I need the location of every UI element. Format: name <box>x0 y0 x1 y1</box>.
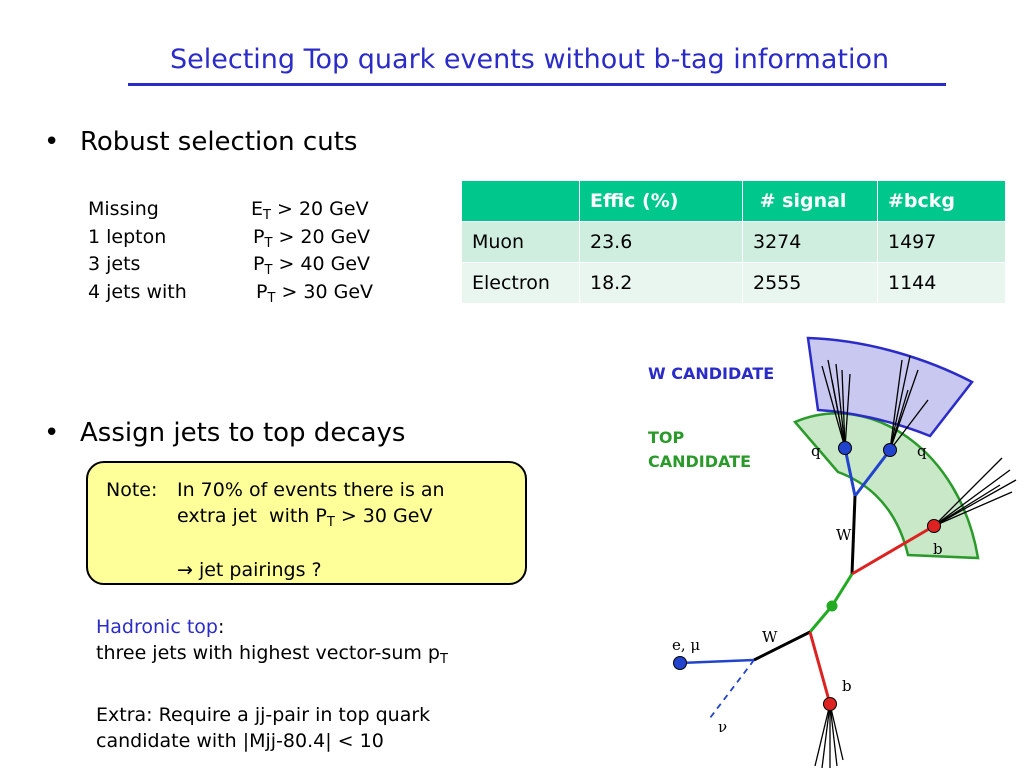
extra-requirement-line: Extra: Require a jj-pair in top quark <box>96 704 431 726</box>
vertex-green <box>826 600 838 612</box>
table-cell: 2555 <box>742 262 878 304</box>
cut-value: PT > 30 GeV <box>256 280 374 306</box>
vertex-q1 <box>838 441 852 455</box>
table-header <box>461 180 580 222</box>
bullet-dot: • <box>44 418 60 448</box>
table-cell: Muon <box>461 221 580 263</box>
table-header: Effic (%) <box>579 180 743 222</box>
table-header: #bckg <box>877 180 1006 222</box>
label-q1: q <box>811 442 821 460</box>
jet-lines-q2 <box>889 355 929 451</box>
table-cell: 1497 <box>877 221 1006 263</box>
label-q2: q <box>917 442 927 460</box>
hadronic-top-heading: Hadronic top: <box>96 616 225 638</box>
vertex-b-upper <box>927 519 941 533</box>
vertex-b-lower <box>823 697 837 711</box>
top-candidate-region <box>792 412 980 560</box>
table-cell: Electron <box>461 262 580 304</box>
efficiency-table: Effic (%) # signal #bckg Muon 23.6 3274 … <box>461 180 1006 304</box>
slide-title: Selecting Top quark events without b-tag… <box>170 44 890 75</box>
hadronic-top-description: three jets with highest vector-sum pT <box>96 642 448 667</box>
table-cell: 3274 <box>742 221 878 263</box>
title-underline <box>128 83 946 86</box>
table-cell: 1144 <box>877 262 1006 304</box>
table-cell: 23.6 <box>579 221 743 263</box>
label-b-lower: b <box>842 677 852 695</box>
note-line: → jet pairings ? <box>177 559 322 581</box>
table-cell: 18.2 <box>579 262 743 304</box>
cut-name: 4 jets with <box>88 280 187 303</box>
table-header: # signal <box>742 180 878 222</box>
cut-name: 3 jets <box>88 253 141 275</box>
jet-lines-b-upper <box>933 457 1017 527</box>
cut-value: ET > 20 GeV <box>251 198 369 223</box>
table-row: Muon 23.6 3274 1497 <box>461 221 1006 263</box>
top-candidate-label-line2: CANDIDATE <box>648 452 752 471</box>
label-lepton: e, μ <box>672 636 700 654</box>
label-nu: ν <box>718 718 727 736</box>
note-box: Note: In 70% of events there is an extra… <box>86 461 527 585</box>
bullet-dot: • <box>44 127 60 157</box>
top-candidate-label-line1: TOP <box>648 428 685 447</box>
label-w-upper: W <box>836 526 852 544</box>
bullet-robust-cuts: • Robust selection cuts <box>44 127 357 157</box>
cut-name: Missing <box>88 198 159 220</box>
w-candidate-label: W CANDIDATE <box>648 364 775 383</box>
bullet-text: Assign jets to top decays <box>80 418 406 448</box>
note-label: Note: <box>106 479 158 501</box>
cut-name: 1 lepton <box>88 225 167 248</box>
extra-requirement-line: candidate with |Mjj-80.4| < 10 <box>96 730 384 752</box>
label-b-upper: b <box>933 540 943 558</box>
cut-value: PT > 40 GeV <box>253 253 371 278</box>
jet-lines-b-lower <box>814 703 844 768</box>
table-row: Electron 18.2 2555 1144 <box>461 262 1006 304</box>
top-decay-diagram: q q W b W e, μ b ν <box>672 336 1017 768</box>
note-line: extra jet with PT > 30 GeV <box>177 505 433 530</box>
bullet-assign-jets: • Assign jets to top decays <box>44 418 405 448</box>
cut-value: PT > 20 GeV <box>253 225 371 251</box>
vertex-lepton <box>673 656 687 670</box>
jet-lines-q1 <box>821 359 851 449</box>
label-w-lower: W <box>762 628 778 646</box>
table-header-row: Effic (%) # signal #bckg <box>461 180 1006 222</box>
note-line: In 70% of events there is an <box>177 479 445 501</box>
bullet-text: Robust selection cuts <box>80 127 358 157</box>
vertex-q2 <box>883 443 897 457</box>
